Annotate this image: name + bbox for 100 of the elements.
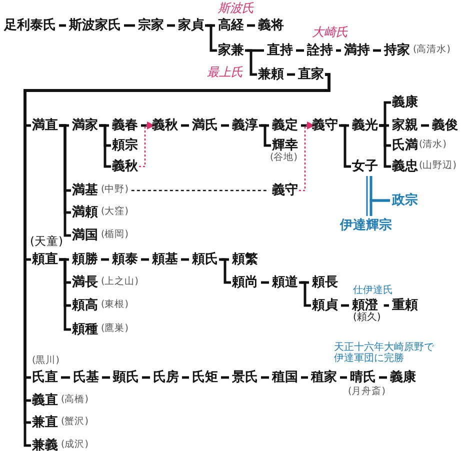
name-label: 頼宗 (112, 137, 138, 154)
name-label: 兼直 (32, 414, 58, 431)
name-label: 頼貞 (312, 297, 338, 314)
connector-line (379, 376, 387, 379)
connector-line (182, 376, 189, 379)
name-label: 満持 (344, 42, 370, 59)
name-label: 足利泰氏 (4, 17, 56, 34)
name-label: 頼道 (272, 274, 298, 291)
connector-line (142, 376, 150, 379)
name-label: 晴氏 (350, 369, 376, 386)
name-label: 義秋 (152, 117, 178, 134)
name-label: 宗家 (138, 17, 164, 34)
name-label: 稙家 (311, 369, 337, 386)
connector-line (287, 73, 295, 76)
connector-line (370, 199, 390, 216)
name-label: 頼種 (72, 321, 98, 338)
name-label: 義守 (272, 182, 298, 199)
name-label: 氏基 (73, 369, 99, 386)
note-label: 天正十六年大崎原野で伊達軍団に完勝 (334, 342, 435, 364)
name-label: 満基 (72, 182, 98, 199)
name-label: 頼繁 (232, 251, 258, 268)
note-label: (中野) (101, 184, 128, 194)
name-label: 義淳 (232, 117, 258, 134)
connector-line (102, 376, 110, 379)
name-label: 斯波家氏 (69, 17, 121, 34)
name-label: 頼澄 (352, 297, 378, 313)
clan-label: 最上氏 (207, 65, 243, 79)
name-label: 家貞 (178, 17, 204, 34)
note-label: (清水) (419, 138, 446, 150)
connector-line (124, 24, 135, 27)
name-label: 景氏 (232, 369, 258, 386)
name-label: 満直 (32, 117, 58, 134)
name-label: 義将 (258, 17, 284, 34)
note-label: (山野辺) (419, 160, 456, 170)
note-label: (高清水) (413, 44, 450, 54)
note-label: (天童) (30, 234, 63, 248)
connector-line (301, 124, 309, 127)
name-label: 義春 (112, 117, 138, 134)
name-label: 頼尚 (232, 274, 258, 291)
name-label: 頼泰 (112, 251, 138, 268)
connector-line (261, 281, 269, 284)
name-label: 義光 (352, 117, 378, 134)
name-label: 義忠 (392, 158, 418, 175)
connector-line (379, 124, 391, 168)
name-label: 義俊 (432, 117, 458, 134)
name-label: 高経 (218, 17, 244, 34)
name-label: 詮持 (307, 42, 333, 59)
connector-line (141, 258, 149, 261)
name-label: 頼長 (312, 274, 338, 291)
name-label: 家親 (392, 117, 418, 134)
connector-line (339, 124, 351, 168)
note-label: (高橋) (61, 394, 88, 404)
connector-line (247, 24, 255, 27)
connector-line (59, 258, 71, 331)
connector-line (259, 124, 271, 147)
note-label: (頼久) (353, 312, 381, 322)
dashed-line (131, 190, 269, 192)
dashed-arrow (299, 122, 315, 192)
connector-line (101, 258, 109, 261)
name-label: 持家 (384, 42, 410, 59)
connector-line (245, 49, 257, 76)
connector-line (221, 124, 229, 127)
connector-line (421, 124, 429, 127)
name-label: 直家 (298, 66, 324, 83)
note-label: (楯岡) (101, 228, 128, 240)
connector-line (167, 24, 175, 27)
connector-line (59, 24, 66, 27)
connector-line (340, 376, 347, 379)
note-label: (黒川) (32, 354, 60, 366)
note-label: 仕伊達氏 (353, 284, 393, 296)
note-label: (月舟斎) (348, 386, 386, 396)
note-label: (谷地) (270, 152, 298, 162)
connector-line (373, 49, 381, 52)
note-label: (大窪) (101, 206, 128, 216)
name-label: 満頼 (72, 204, 98, 221)
connector-line (296, 49, 304, 52)
name-label: 政宗 (392, 192, 418, 209)
connector-line (59, 124, 71, 237)
name-label: 氏直 (32, 369, 58, 386)
name-label: 義康 (390, 369, 416, 386)
connector-line (181, 124, 189, 127)
connector-line (261, 376, 269, 379)
name-label: 頼基 (152, 251, 178, 268)
connector-line (221, 376, 229, 379)
name-label: 兼頼 (258, 66, 284, 83)
name-label: 頼高 (72, 297, 98, 314)
name-label: 満家 (72, 117, 98, 134)
name-label: 稙国 (272, 369, 298, 386)
connector-line (219, 258, 231, 284)
name-label: 家兼 (218, 42, 244, 59)
connector-line (61, 376, 70, 379)
name-label: 満氏 (192, 117, 218, 134)
name-label: 頼勝 (72, 251, 98, 268)
name-label: 女子 (352, 158, 378, 175)
connector-line (384, 304, 389, 307)
name-label: 氏満 (392, 137, 418, 154)
connector-line (301, 376, 308, 379)
name-label: 義定 (272, 117, 298, 134)
name-label: 氏矩 (192, 369, 218, 386)
name-label: 伊達輝宗 (340, 217, 392, 234)
